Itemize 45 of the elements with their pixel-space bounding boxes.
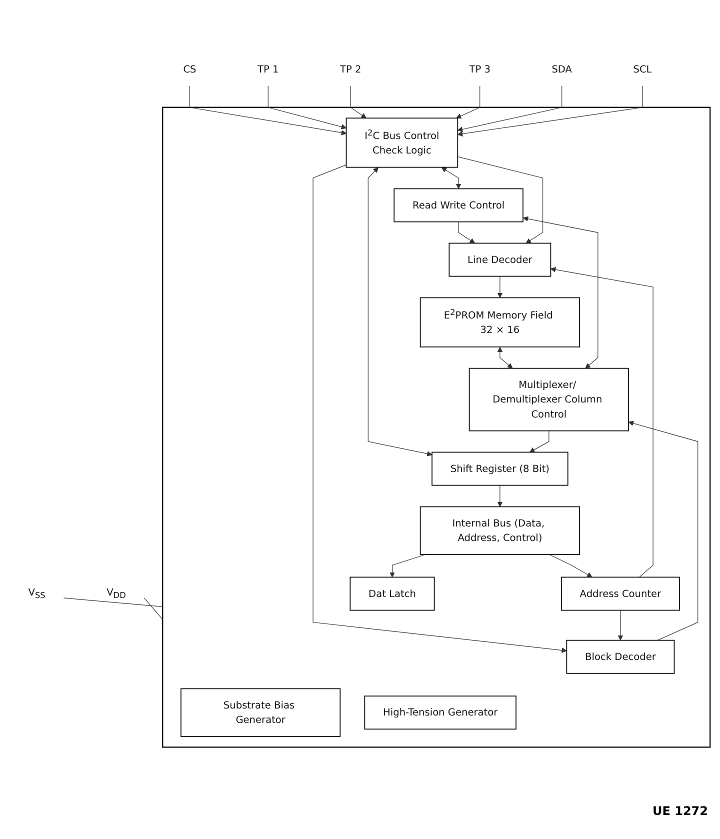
- arrow: [497, 346, 513, 369]
- node-text: TP 3: [469, 63, 490, 75]
- node-text: CS: [183, 63, 196, 75]
- arrow: [268, 86, 347, 130]
- arrow: [456, 86, 480, 119]
- arrow: [441, 167, 462, 189]
- node-box: Block Decoder: [566, 640, 675, 674]
- arrow: [618, 610, 624, 641]
- node-text: TP 2: [340, 63, 362, 75]
- node-text: TP 1: [258, 63, 279, 75]
- node-box: Dat Latch: [350, 576, 435, 611]
- arrow: [457, 86, 643, 136]
- node-text: SCL: [633, 63, 652, 75]
- arrow: [628, 420, 698, 641]
- arrow: [390, 554, 426, 578]
- arrow: [457, 86, 562, 132]
- node-box: Shift Register (8 Bit): [432, 452, 568, 486]
- arrow: [350, 86, 366, 118]
- arrow: [457, 156, 544, 244]
- arrow: [529, 430, 550, 452]
- arrow: [550, 266, 654, 578]
- arrow: [522, 216, 598, 369]
- arrow: [189, 86, 347, 136]
- node-box: Address Counter: [560, 576, 680, 611]
- figure-code: UE 1272: [651, 804, 708, 818]
- arrow: [368, 167, 432, 456]
- connector: [63, 598, 163, 607]
- node-text: V$_{SS}$: [28, 586, 46, 600]
- arrow: [549, 554, 592, 578]
- connector: [144, 598, 163, 620]
- node-box: Read Write Control: [394, 188, 524, 222]
- node-text: SDA: [552, 63, 572, 75]
- node-box: Substrate Bias Generator: [180, 688, 341, 737]
- node-box: Internal Bus (Data, Address, Control): [420, 506, 580, 555]
- node-box: Line Decoder: [448, 242, 552, 277]
- cluster: [162, 106, 711, 748]
- arrow: [497, 276, 503, 298]
- arrow: [458, 221, 476, 244]
- node-box: E$^{2}$PROM Memory Field 32 × 16: [420, 297, 580, 348]
- node-text: V$_{DD}$: [106, 586, 126, 600]
- node-box: I$^{2}$C Bus Control Check Logic: [346, 118, 458, 168]
- arrow: [497, 484, 503, 507]
- node-box: Multiplexer/ Demultiplexer Column Control: [468, 368, 629, 432]
- node-box: High-Tension Generator: [364, 696, 516, 730]
- arrow: [312, 164, 567, 653]
